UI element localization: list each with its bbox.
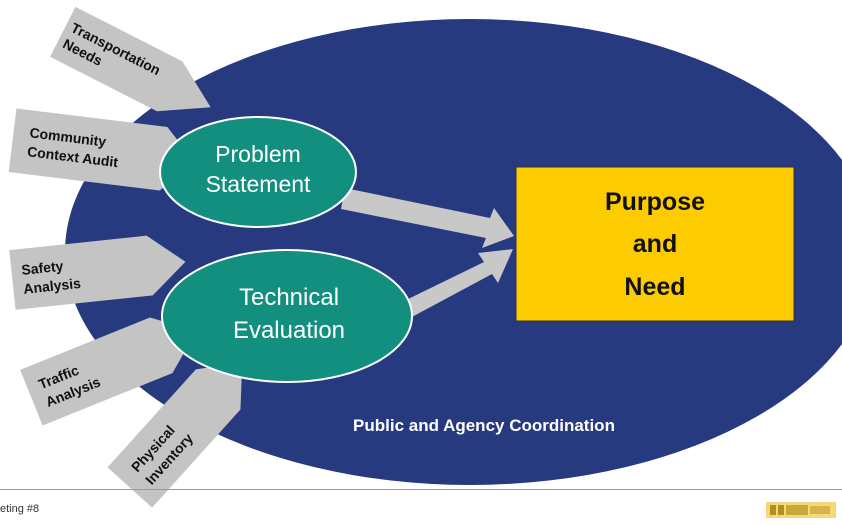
purpose-line3: Need (624, 273, 685, 301)
company-logo (766, 502, 836, 518)
footer-text: eting #8 (0, 503, 40, 515)
arrow-problem-to-purpose (341, 188, 514, 248)
purpose-and-need-node: Purpose and Need (515, 166, 795, 322)
input-safety-line1: Safety (21, 258, 65, 278)
input-traffic-analysis: Traffic Analysis (20, 317, 197, 426)
input-transportation-needs: Transportation Needs (50, 6, 211, 112)
purpose-line1: Purpose (605, 188, 705, 216)
input-safety-analysis: Safety Analysis (9, 235, 186, 310)
arrow-technical-to-purpose (402, 249, 513, 318)
coordination-label: Public and Agency Coordination (353, 416, 615, 435)
problem-statement-line1: Problem (215, 141, 301, 167)
input-safety-line2: Analysis (23, 275, 82, 297)
problem-statement-line2: Statement (206, 171, 311, 197)
technical-evaluation-line2: Evaluation (233, 317, 345, 344)
technical-evaluation-node: Technical Evaluation (161, 249, 413, 383)
footer-divider (0, 489, 842, 490)
technical-evaluation-line1: Technical (239, 284, 339, 311)
input-community-context-audit: Community Context Audit (8, 108, 196, 191)
problem-statement-node: Problem Statement (159, 116, 357, 228)
purpose-line2: and (633, 230, 677, 258)
